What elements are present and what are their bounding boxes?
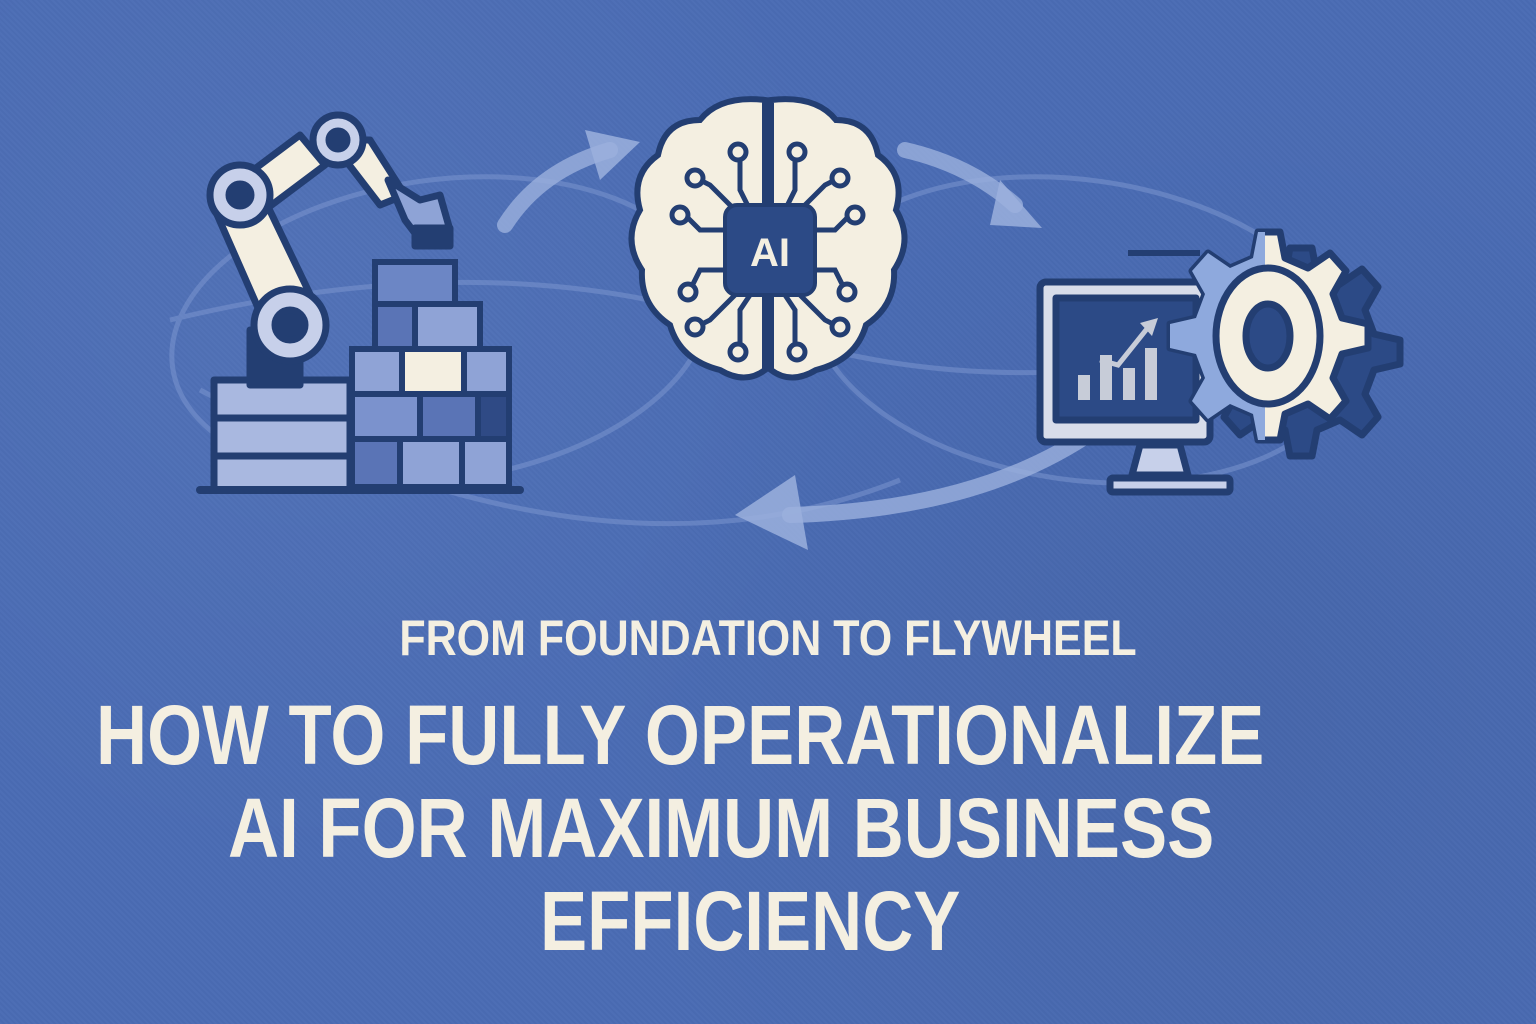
circuit-nodes: [669, 141, 866, 363]
title-line-3: EFFICIENCY: [540, 874, 961, 968]
arrowhead-icon: [990, 180, 1042, 228]
ai-brain-icon: [628, 96, 908, 381]
bar-chart-icon: [1078, 348, 1157, 400]
arrow-up-right-icon: [497, 142, 618, 233]
ai-badge-text: AI: [750, 231, 790, 275]
arrow-bottom-left-icon: [782, 422, 1103, 523]
title-line-2: AI FOR MAXIMUM BUSINESS: [228, 781, 1215, 875]
flywheel-illustration: AI: [169, 96, 1404, 550]
title-line-1: HOW TO FULLY OPERATIONALIZE: [96, 688, 1265, 782]
subtitle: FROM FOUNDATION TO FLYWHEEL: [399, 610, 1137, 666]
gear-icon: [1166, 228, 1404, 460]
robot-arm-icon: [206, 111, 454, 494]
trend-line: [1099, 323, 1152, 368]
blocks-stack-icon: [349, 259, 512, 490]
arrowhead-icon: [585, 130, 640, 180]
arrowhead-icon: [735, 475, 808, 550]
ai-chip: [723, 203, 817, 297]
trend-arrow-icon: [1140, 318, 1158, 336]
